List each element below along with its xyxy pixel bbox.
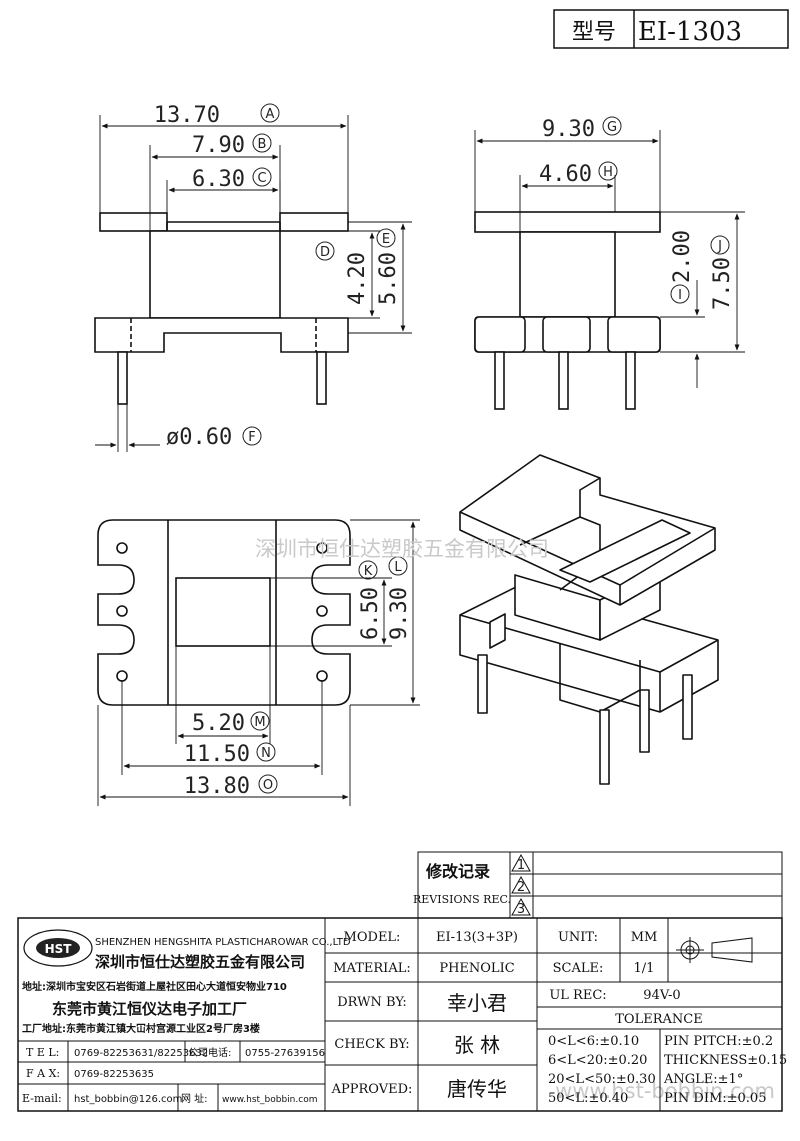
unit-value: MM (631, 930, 658, 945)
dim-g-value: 9.30 (542, 117, 595, 142)
dim-j-tag: J (717, 239, 722, 254)
company-name-en: SHENZHEN HENGSHITA PLASTICHAROWAR CO.,LT… (95, 937, 351, 948)
dim-o-value: 13.80 (184, 774, 250, 799)
company-logo: HST (23, 929, 93, 967)
model-field-value: EI-13(3+3P) (436, 930, 518, 945)
dim-m-value: 5.20 (192, 711, 245, 736)
unit-label: UNIT: (558, 930, 598, 945)
approved-value: 唐传华 (447, 1077, 507, 1101)
ul-label: UL REC: (549, 988, 606, 1003)
drawn-label: DRWN BY: (337, 995, 406, 1010)
dim-g-tag: G (607, 120, 617, 135)
model-label: 型号 (572, 20, 616, 45)
revision-mark-3: 3 (517, 902, 525, 917)
dim-d-value: 4.20 (345, 252, 370, 305)
company-address: 地址:深圳市宝安区石岩街道上屋社区田心大道恒安物业710 (22, 980, 287, 993)
watermark-text: 深圳市恒仕达塑胶五金有限公司 (255, 537, 549, 561)
company-name-cn: 深圳市恒仕达塑胶五金有限公司 (95, 953, 305, 971)
factory-address: 工厂地址:东莞市黄江镇大冚村宫源工业区2号厂房3楼 (22, 1022, 260, 1035)
dim-n-value: 11.50 (184, 742, 250, 767)
dim-m-tag: M (254, 715, 265, 730)
revision-marks: 1 2 3 (511, 853, 531, 917)
revision-mark-2: 2 (517, 880, 525, 895)
tolerance-1: 0<L<6:±0.10 (548, 1034, 639, 1049)
dim-b-value: 7.90 (192, 133, 245, 158)
company-tel-value: 0755-27639156 (245, 1048, 325, 1059)
dim-f-value: ø0.60 (166, 425, 232, 450)
dim-n-tag: N (261, 746, 271, 761)
tolerance-3: 20<L<50:±0.30 (548, 1072, 656, 1087)
dim-d-tag: D (320, 245, 330, 260)
angle-tolerance: ANGLE:±1° (663, 1072, 743, 1087)
title-block-grid (17, 917, 783, 1112)
dim-i-value: 2.00 (670, 230, 695, 283)
revisions-label-cn: 修改记录 (425, 862, 490, 881)
web-label: 网 址: (181, 1092, 208, 1105)
projection-symbol-icon (676, 937, 753, 963)
dim-i-tag: I (678, 288, 682, 303)
front-dimensions (95, 115, 412, 452)
revision-mark-1: 1 (517, 858, 525, 873)
tolerance-2: 6<L<20:±0.20 (548, 1053, 647, 1068)
dim-c-tag: C (257, 171, 266, 186)
tolerance-4: 50<L:±0.40 (548, 1091, 628, 1106)
dim-o-tag: O (263, 778, 273, 793)
material-value: PHENOLIC (439, 961, 514, 976)
dim-j-value: 7.50 (710, 257, 735, 310)
dim-a-tag: A (266, 107, 275, 122)
dim-k-value: 6.50 (358, 587, 383, 640)
revisions-label-en: REVISIONS REC. (413, 893, 511, 906)
factory-name-cn: 东莞市黄江恒仪达电子加工厂 (52, 1000, 247, 1018)
fax-label: F A X: (26, 1067, 60, 1080)
bottom-view (97, 519, 351, 706)
web-value: www.hst_bobbin.com (222, 1095, 317, 1105)
dim-l-value: 9.30 (387, 587, 412, 640)
watermark-url: www.hst-bobbin.com (555, 1079, 775, 1103)
dim-h-value: 4.60 (539, 162, 592, 187)
dim-k-tag: K (364, 564, 373, 579)
dim-l-tag: L (394, 560, 402, 575)
side-dimensions (474, 130, 745, 388)
company-tel-label: 公司电话: (188, 1046, 231, 1059)
approved-label: APPROVED: (331, 1082, 413, 1097)
tolerance-label: TOLERANCE (615, 1012, 702, 1027)
tel-value: 0769-82253631/82253632 (74, 1048, 208, 1059)
scale-label: SCALE: (553, 961, 604, 976)
bottom-dim-labels: 6.50 K 9.30 L 5.20 M 11.50 N 13.80 O (184, 556, 412, 799)
model-title-box: 型号 EI-1303 (553, 9, 789, 49)
logo-text: HST (45, 942, 73, 956)
scale-value: 1/1 (634, 961, 655, 976)
pin-dim-tolerance: PIN DIM:±0.05 (664, 1091, 766, 1106)
ul-value: 94V-0 (643, 988, 680, 1003)
check-value: 张 林 (454, 1033, 500, 1057)
drawn-value: 幸小君 (447, 991, 507, 1015)
side-dim-labels: 9.30 G 4.60 H 2.00 I 7.50 J (539, 116, 735, 310)
isometric-view (459, 454, 719, 785)
material-label: MATERIAL: (333, 961, 410, 976)
check-label: CHECK BY: (334, 1037, 409, 1052)
dim-h-tag: H (603, 165, 613, 180)
dim-c-value: 6.30 (192, 167, 245, 192)
bottom-dimensions (97, 519, 420, 806)
pin-pitch-tolerance: PIN PITCH:±0.2 (664, 1034, 773, 1049)
thickness-tolerance: THICKNESS±0.15 (664, 1053, 787, 1068)
dim-e-value: 5.60 (376, 252, 401, 305)
email-label: E-mail: (22, 1092, 62, 1105)
model-field-label: MODEL: (344, 930, 401, 945)
dim-f-tag: F (248, 430, 255, 445)
side-view (474, 211, 661, 410)
front-dim-labels: 13.70 A 7.90 B 6.30 C D 4.20 E 5.60 ø0.6… (154, 103, 401, 450)
dim-b-tag: B (258, 137, 267, 152)
email-value: hst_bobbin@126.com (74, 1094, 182, 1105)
front-view (94, 212, 349, 405)
tel-label: T E L: (26, 1046, 59, 1059)
model-value: EI-1303 (638, 17, 742, 47)
dim-e-tag: E (382, 232, 390, 247)
fax-value: 0769-82253635 (74, 1069, 154, 1080)
dim-a-value: 13.70 (154, 103, 220, 128)
